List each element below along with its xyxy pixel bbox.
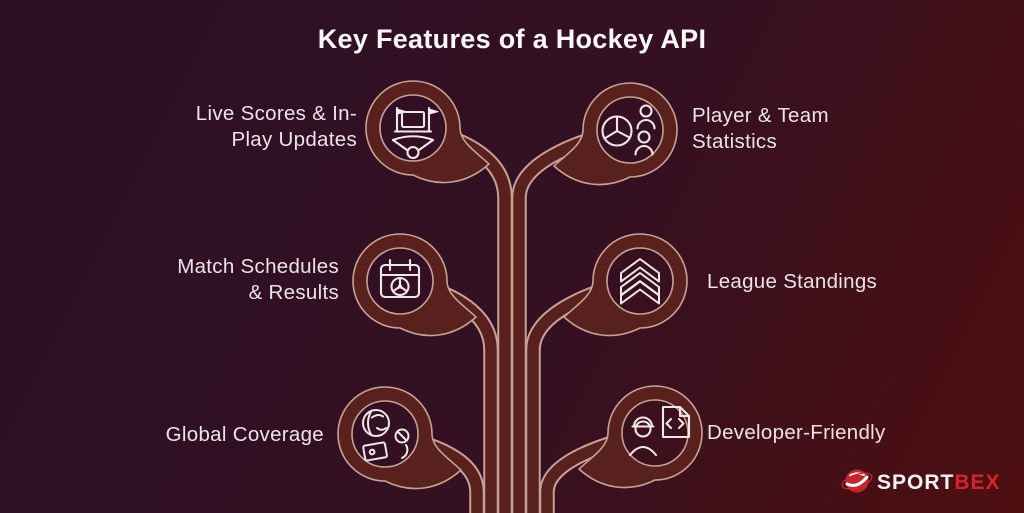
scoreboard-rink-icon [391,106,439,160]
feature-label-line: Player & Team [692,104,829,127]
feature-label-line: Live Scores & In- [195,102,357,125]
logo-text-accent: BEX [954,471,1000,494]
feature-label-live-scores: Live Scores & In- Play Updates [145,101,357,153]
feature-label-player-team-stats: Player & Team Statistics [692,103,922,155]
feature-label-league-standings: League Standings [707,269,967,295]
feature-label-global-coverage: Global Coverage [112,422,324,448]
logo-text: SPORTBEX [877,471,1001,494]
globe-sports-icon [362,409,410,462]
feature-label-line: & Results [248,281,339,305]
sportbex-swirl-icon [841,469,873,493]
feature-label-match-schedules: Match Schedules & Results [127,254,339,306]
feature-label-developer-friendly: Developer-Friendly [707,420,967,446]
sportbex-logo: SPORTBEX [841,469,1001,494]
pie-chart-users-icon [601,104,656,156]
logo-text-primary: SPORT [877,471,954,494]
feature-label-line: Developer-Friendly [707,421,886,444]
feature-label-line: Match Schedules [177,255,339,278]
calendar-ball-icon [379,258,421,299]
feature-label-line: Global Coverage [165,423,324,446]
triple-chevron-up-icon [620,258,660,305]
worker-code-icon [628,405,691,457]
page-title: Key Features of a Hockey API [317,24,707,54]
feature-label-line: Statistics [692,130,778,154]
feature-label-line: Play Updates [231,128,357,152]
feature-label-line: League Standings [707,270,878,293]
icon-circle [621,399,689,467]
